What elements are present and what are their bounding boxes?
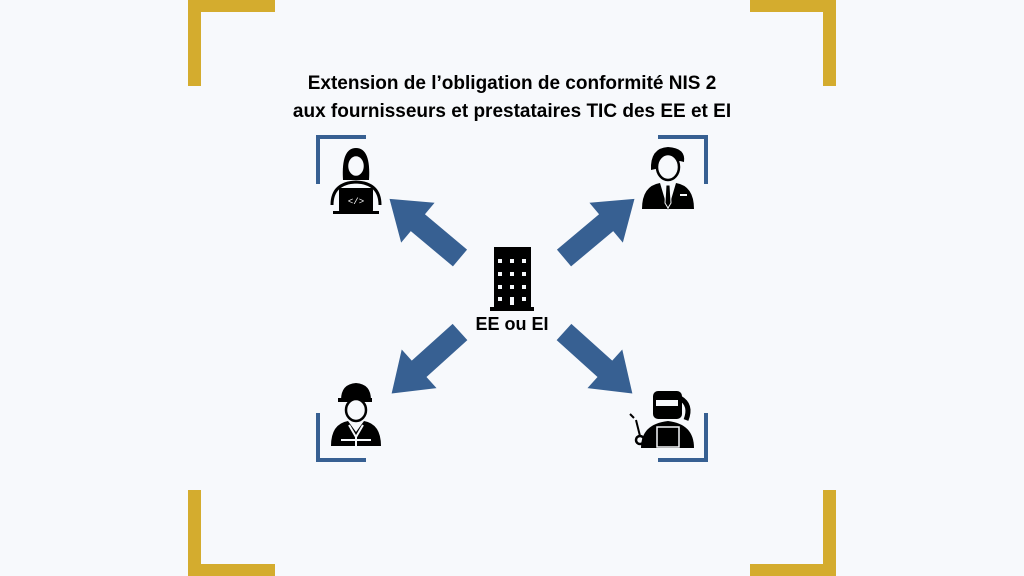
- welder-icon: [629, 391, 694, 448]
- blue-brackets: [316, 135, 708, 462]
- businessman-icon: [642, 147, 694, 210]
- svg-text:</>: </>: [348, 197, 364, 207]
- page-title: Extension de l’obligation de conformité …: [0, 70, 1024, 126]
- title-line-1: Extension de l’obligation de conformité …: [307, 73, 717, 94]
- developer-icon: </>: [330, 148, 382, 214]
- construction-worker-icon: [331, 383, 381, 448]
- arrow-bottom-left: [391, 323, 468, 394]
- gold-frame: [188, 0, 836, 576]
- title-line-2: aux fournisseurs et prestataires TIC des…: [292, 101, 732, 122]
- arrow-top-right: [556, 198, 635, 267]
- arrow-bottom-right: [556, 323, 633, 394]
- building-icon: [490, 247, 534, 311]
- center-label: EE ou EI: [475, 314, 549, 334]
- arrow-top-left: [389, 198, 468, 267]
